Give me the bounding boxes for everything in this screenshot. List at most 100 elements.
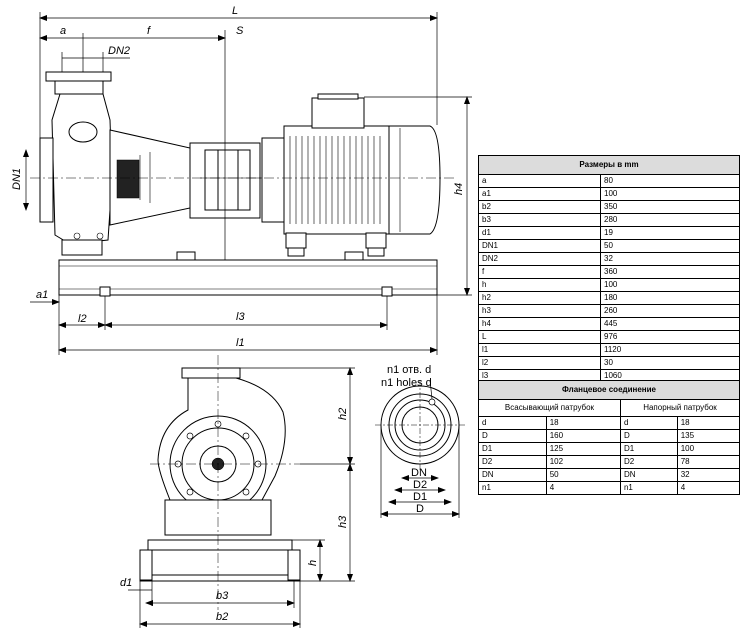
dim-flange-DN: DN xyxy=(411,467,427,479)
param-name-cell: h2 xyxy=(478,291,601,305)
front-view: h2 h3 h d1 b3 b2 xyxy=(120,355,355,628)
dim-b3-label: b3 xyxy=(216,590,229,602)
flange-param-value-cell: 160 xyxy=(545,429,621,443)
dim-a-label: a xyxy=(60,25,66,37)
param-value-cell: 280 xyxy=(600,213,740,227)
dim-d1-label: d1 xyxy=(120,577,132,589)
bearing-housing xyxy=(109,129,191,226)
flange-param-value-cell: 50 xyxy=(545,468,621,482)
param-name-cell: l1 xyxy=(478,343,601,357)
dim-l1-label: l1 xyxy=(236,337,245,349)
pump-volute xyxy=(39,71,113,256)
dim-s-label: S xyxy=(236,25,244,37)
bolt-hole xyxy=(428,398,436,406)
dim-flange-D1: D1 xyxy=(413,491,427,503)
param-name-cell: a1 xyxy=(478,187,601,201)
coupling-guard xyxy=(189,142,262,219)
param-value-cell: 350 xyxy=(600,200,740,214)
base-foot-left xyxy=(99,286,111,297)
param-value-cell: 100 xyxy=(600,187,740,201)
dim-l3-label: l3 xyxy=(236,311,245,323)
base-foot-right xyxy=(381,286,393,297)
param-value-cell: 32 xyxy=(600,252,740,266)
flange-param-value-cell: 18 xyxy=(545,416,621,430)
param-name-cell: DN2 xyxy=(478,252,601,266)
terminal-box xyxy=(311,97,365,129)
param-value-cell: 80 xyxy=(600,174,740,188)
param-value-cell: 100 xyxy=(600,278,740,292)
electric-motor xyxy=(261,93,441,257)
motor-fan-cover xyxy=(388,125,441,235)
flange-param-value-cell: 102 xyxy=(545,455,621,469)
flange-param-value-cell: 4 xyxy=(676,481,741,495)
flange-table-title: Фланцевое соединение xyxy=(478,380,740,400)
flange-param-value-cell: 18 xyxy=(676,416,741,430)
flange-view: n1 отв. d n1 holes d DN D2 D1 D xyxy=(375,364,465,518)
flange-param-name-cell: DN xyxy=(619,468,678,482)
flange-param-value-cell: 32 xyxy=(676,468,741,482)
dim-b2-label: b2 xyxy=(216,611,228,623)
flange-table: Фланцевое соединение Всасывающий патрубо… xyxy=(478,380,741,495)
flange-param-name-cell: D1 xyxy=(478,442,547,456)
flange-param-value-cell: 78 xyxy=(676,455,741,469)
param-name-cell: h xyxy=(478,278,601,292)
dim-DN1-label: DN1 xyxy=(11,168,23,190)
flange-param-name-cell: DN xyxy=(478,468,547,482)
param-name-cell: a xyxy=(478,174,601,188)
param-value-cell: 180 xyxy=(600,291,740,305)
param-name-cell: DN1 xyxy=(478,239,601,253)
param-value-cell: 19 xyxy=(600,226,740,240)
flange-note-en: n1 holes d xyxy=(381,377,432,389)
side-view: L a f S DN2 DN1 h4 a1 l2 l3 l1 xyxy=(11,5,472,355)
dimensions-table-title: Размеры в mm xyxy=(478,155,740,175)
param-value-cell: 445 xyxy=(600,317,740,331)
param-value-cell: 30 xyxy=(600,356,740,370)
flange-note-ru: n1 отв. d xyxy=(387,364,431,376)
flange-param-value-cell: 135 xyxy=(676,429,741,443)
param-name-cell: L xyxy=(478,330,601,344)
param-name-cell: b3 xyxy=(478,213,601,227)
param-value-cell: 260 xyxy=(600,304,740,318)
dim-h3-label: h3 xyxy=(337,515,349,528)
dim-h4-label: h4 xyxy=(453,183,465,195)
front-base-top xyxy=(147,539,293,551)
dim-flange-D2: D2 xyxy=(413,479,427,491)
param-name-cell: h4 xyxy=(478,317,601,331)
flange-param-name-cell: D xyxy=(619,429,678,443)
flange-param-name-cell: D1 xyxy=(619,442,678,456)
param-name-cell: h3 xyxy=(478,304,601,318)
flange-param-name-cell: n1 xyxy=(619,481,678,495)
param-value-cell: 360 xyxy=(600,265,740,279)
flange-param-value-cell: 125 xyxy=(545,442,621,456)
dim-h-label: h xyxy=(307,560,319,566)
suction-flange xyxy=(39,137,54,223)
param-value-cell: 50 xyxy=(600,239,740,253)
param-value-cell: 976 xyxy=(600,330,740,344)
flange-param-name-cell: D xyxy=(478,429,547,443)
dim-a1-label: a1 xyxy=(36,289,48,301)
flange-param-name-cell: d xyxy=(619,416,678,430)
